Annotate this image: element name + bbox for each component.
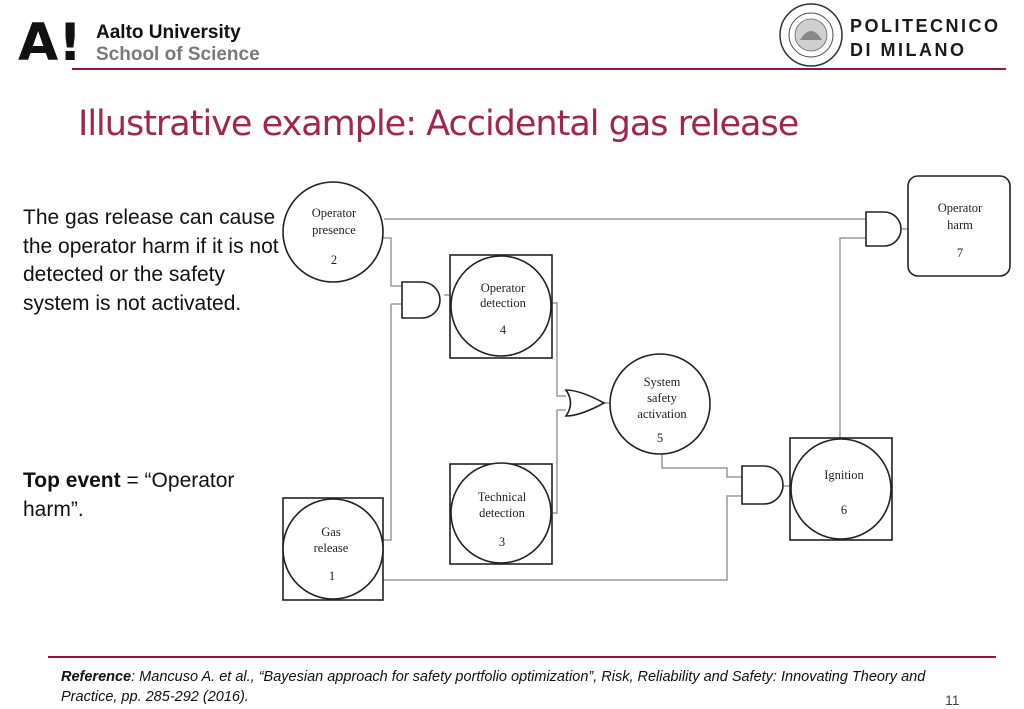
connector-lines: [375, 218, 908, 581]
description-text: The gas release can cause the operator h…: [23, 206, 279, 315]
node-5-number: 5: [657, 431, 663, 445]
footer-rule: [48, 656, 996, 658]
node-2-number: 2: [331, 253, 337, 267]
slide-title: Illustrative example: Accidental gas rel…: [78, 104, 799, 144]
node-1-circle: [282, 498, 384, 600]
header-rule: [72, 68, 1006, 70]
node-4-label-1: Operator: [481, 281, 526, 295]
node-7-label-1: Operator: [938, 201, 983, 215]
node-7-box: [907, 175, 1011, 277]
node-3-label-1: Technical: [478, 490, 527, 504]
reference-text: Reference: Mancuso A. et al., “Bayesian …: [61, 667, 931, 707]
node-5-circle: [609, 353, 711, 455]
node-5-label-2: safety: [647, 391, 678, 405]
top-event-text: Top event = “Operator harm”.: [23, 467, 283, 524]
node-4-box: [449, 254, 553, 359]
aalto-a-mark-icon: A!: [18, 14, 82, 64]
reference-body: : Mancuso A. et al., “Bayesian approach …: [61, 669, 926, 705]
node-1-number: 1: [329, 569, 335, 583]
node-3-label-2: detection: [479, 506, 526, 520]
svg-text:A!: A!: [18, 14, 82, 64]
and-gate-7: [865, 211, 902, 247]
node-1-label-2: release: [314, 541, 349, 555]
aalto-logo: A! Aalto University School of Science: [18, 14, 278, 66]
top-event-label: Top event: [23, 469, 121, 492]
node-7-number: 7: [957, 246, 963, 260]
node-6-number: 6: [841, 503, 847, 517]
polimi-seal-icon: [779, 3, 843, 67]
node-2-circle: [282, 181, 384, 283]
and-gate-4: [401, 281, 441, 319]
node-5-label-1: System: [644, 375, 681, 389]
or-gate-5: [564, 389, 606, 417]
node-4-circle: [450, 255, 552, 357]
polimi-name-line1: POLITECNICO: [850, 16, 1001, 36]
top-event-value: = “Operator harm”.: [23, 469, 235, 521]
polimi-logo: POLITECNICO DI MILANO: [778, 2, 1008, 68]
node-5-label-3: activation: [637, 407, 687, 421]
polimi-name-line2: DI MILANO: [850, 40, 967, 60]
node-6-circle: [790, 438, 892, 540]
node-1-label-1: Gas: [321, 525, 341, 539]
node-3-circle: [450, 462, 552, 564]
node-3-number: 3: [499, 535, 505, 549]
node-6-label-1: Ignition: [824, 468, 864, 482]
node-4-number: 4: [500, 323, 507, 337]
node-2-label-1: Operator: [312, 206, 357, 220]
node-2-label-2: presence: [312, 223, 356, 237]
aalto-name: Aalto University: [96, 22, 241, 43]
and-gate-6: [741, 465, 784, 505]
aalto-school: School of Science: [96, 44, 260, 65]
node-4-label-2: detection: [480, 296, 527, 310]
node-7-label-2: harm: [947, 218, 973, 232]
node-6-box: [789, 437, 893, 541]
page-number: 11: [945, 692, 960, 708]
reference-label: Reference: [61, 669, 132, 685]
